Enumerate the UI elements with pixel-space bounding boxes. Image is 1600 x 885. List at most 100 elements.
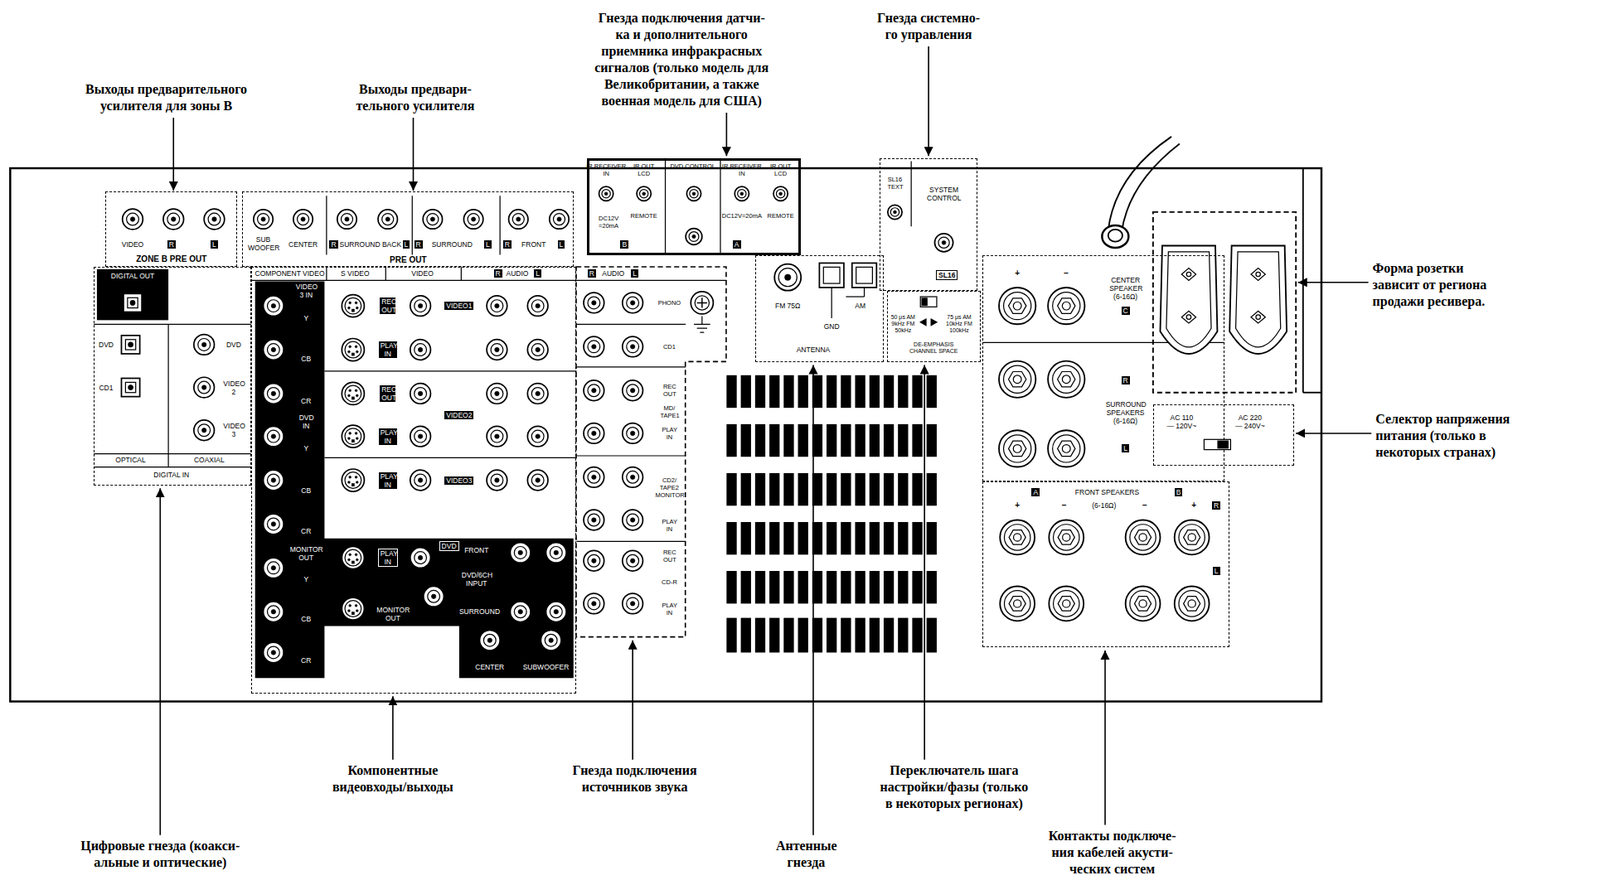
jack-pin [516,217,521,222]
vent-slot [911,375,922,408]
jack-ring [414,387,427,401]
vent-slot [854,375,865,408]
rca-jack [622,550,644,572]
jack-ring [527,295,548,317]
vent-slot [826,424,837,457]
jack-pin [201,428,206,433]
jack-label: CD1 [663,343,676,351]
jack-pin [355,610,359,613]
rca-jack [486,339,508,361]
jack-ring [1129,524,1156,551]
jack-ring [622,292,644,314]
jack-pin [348,350,351,354]
rca-jack [410,383,432,405]
jack-pin [785,274,791,281]
jack-label: COMPONENT VIDEO [255,269,325,278]
rca-jack [622,423,644,445]
vent-slot [783,375,794,408]
s-video-key [351,309,355,313]
callout-label: Гнезда системно- го управления [877,9,980,44]
jack-label: SL16 [935,270,958,281]
panel-line [845,295,864,297]
jack-label: S VIDEO [340,269,369,278]
jack-label: VIDEO [121,240,144,249]
jack-pin [591,601,597,607]
power-cord [1121,143,1180,233]
vent-slot [755,473,766,506]
vent-slot [854,571,865,604]
binding-post [1125,520,1161,556]
jack-ring [198,338,211,351]
jack-ring [599,186,614,201]
jack-label: FRONT [464,546,489,555]
jack-pin [740,192,744,196]
rca-jack [583,423,605,445]
outlet-hole [1250,268,1266,282]
callout-label: Антенные гнезда [775,838,837,872]
vent-slot [897,424,908,457]
rca-jack [622,593,644,615]
group-outline [576,266,727,638]
rca-jack [934,233,953,253]
jack-pin [201,385,206,390]
rca-jack [599,186,614,201]
jack-ring [414,300,427,313]
jack-ring [414,552,427,565]
jack-ring [297,213,310,226]
vent-slot [826,473,837,506]
optical-core [127,384,133,390]
jack-label: + [1014,500,1020,511]
jack-ring [1047,430,1085,467]
jack-ring [1174,520,1210,556]
jack-ring [583,467,605,489]
jack-pin [630,518,635,523]
post-nut [1057,298,1076,314]
s-video-key [351,483,355,487]
post-nut [1008,596,1026,611]
outlet-pin [1186,271,1191,277]
jack-ring [263,642,285,664]
jack-ring [1052,365,1081,393]
jack-ring [640,189,649,199]
jack-label: + [1191,500,1197,511]
jack-ring [266,562,280,575]
jack-pin [354,605,358,608]
s-video-jack [341,469,364,492]
optical-body [121,378,140,397]
jack-ring [778,268,797,287]
optical-port [125,382,136,393]
jack-label: SURROUND BACK [339,240,402,249]
jack-ring [513,606,527,619]
black-panel-area [255,281,574,679]
vent-slot [798,424,809,457]
jack-label: FRONT SPEAKERS [1075,488,1140,497]
jack-pin [630,300,635,306]
jack-ring [509,601,531,623]
jack-ring [414,430,427,443]
jack-label: PLAY IN [378,472,398,490]
vent-slot [911,473,922,506]
jack-pin [692,234,696,238]
post-nut [1057,596,1075,611]
rca-jack [540,630,562,651]
jack-ring [423,586,445,607]
rca-jack [486,426,508,447]
jack-ring [622,423,644,445]
jack-label: ZONE B PRE OUT [135,254,207,265]
panel-line [324,457,577,459]
jack-pin [130,217,135,222]
panel-line [93,324,252,325]
jack-ring [938,237,950,248]
callout-label: Селектор напряжения питания (только в не… [1375,411,1511,461]
vent-slot [755,375,766,408]
jack-ring [486,426,508,447]
jack-label: VIDEO1 [444,301,474,311]
jack-label: DC12V =20mA [598,214,618,230]
panel-line [93,466,252,468]
s-video-jack [341,425,364,448]
jack-ring [890,208,899,217]
direction-arrows [919,318,938,327]
screw-slot [697,297,708,308]
rca-jack [622,509,644,531]
jack-ring [587,296,601,310]
